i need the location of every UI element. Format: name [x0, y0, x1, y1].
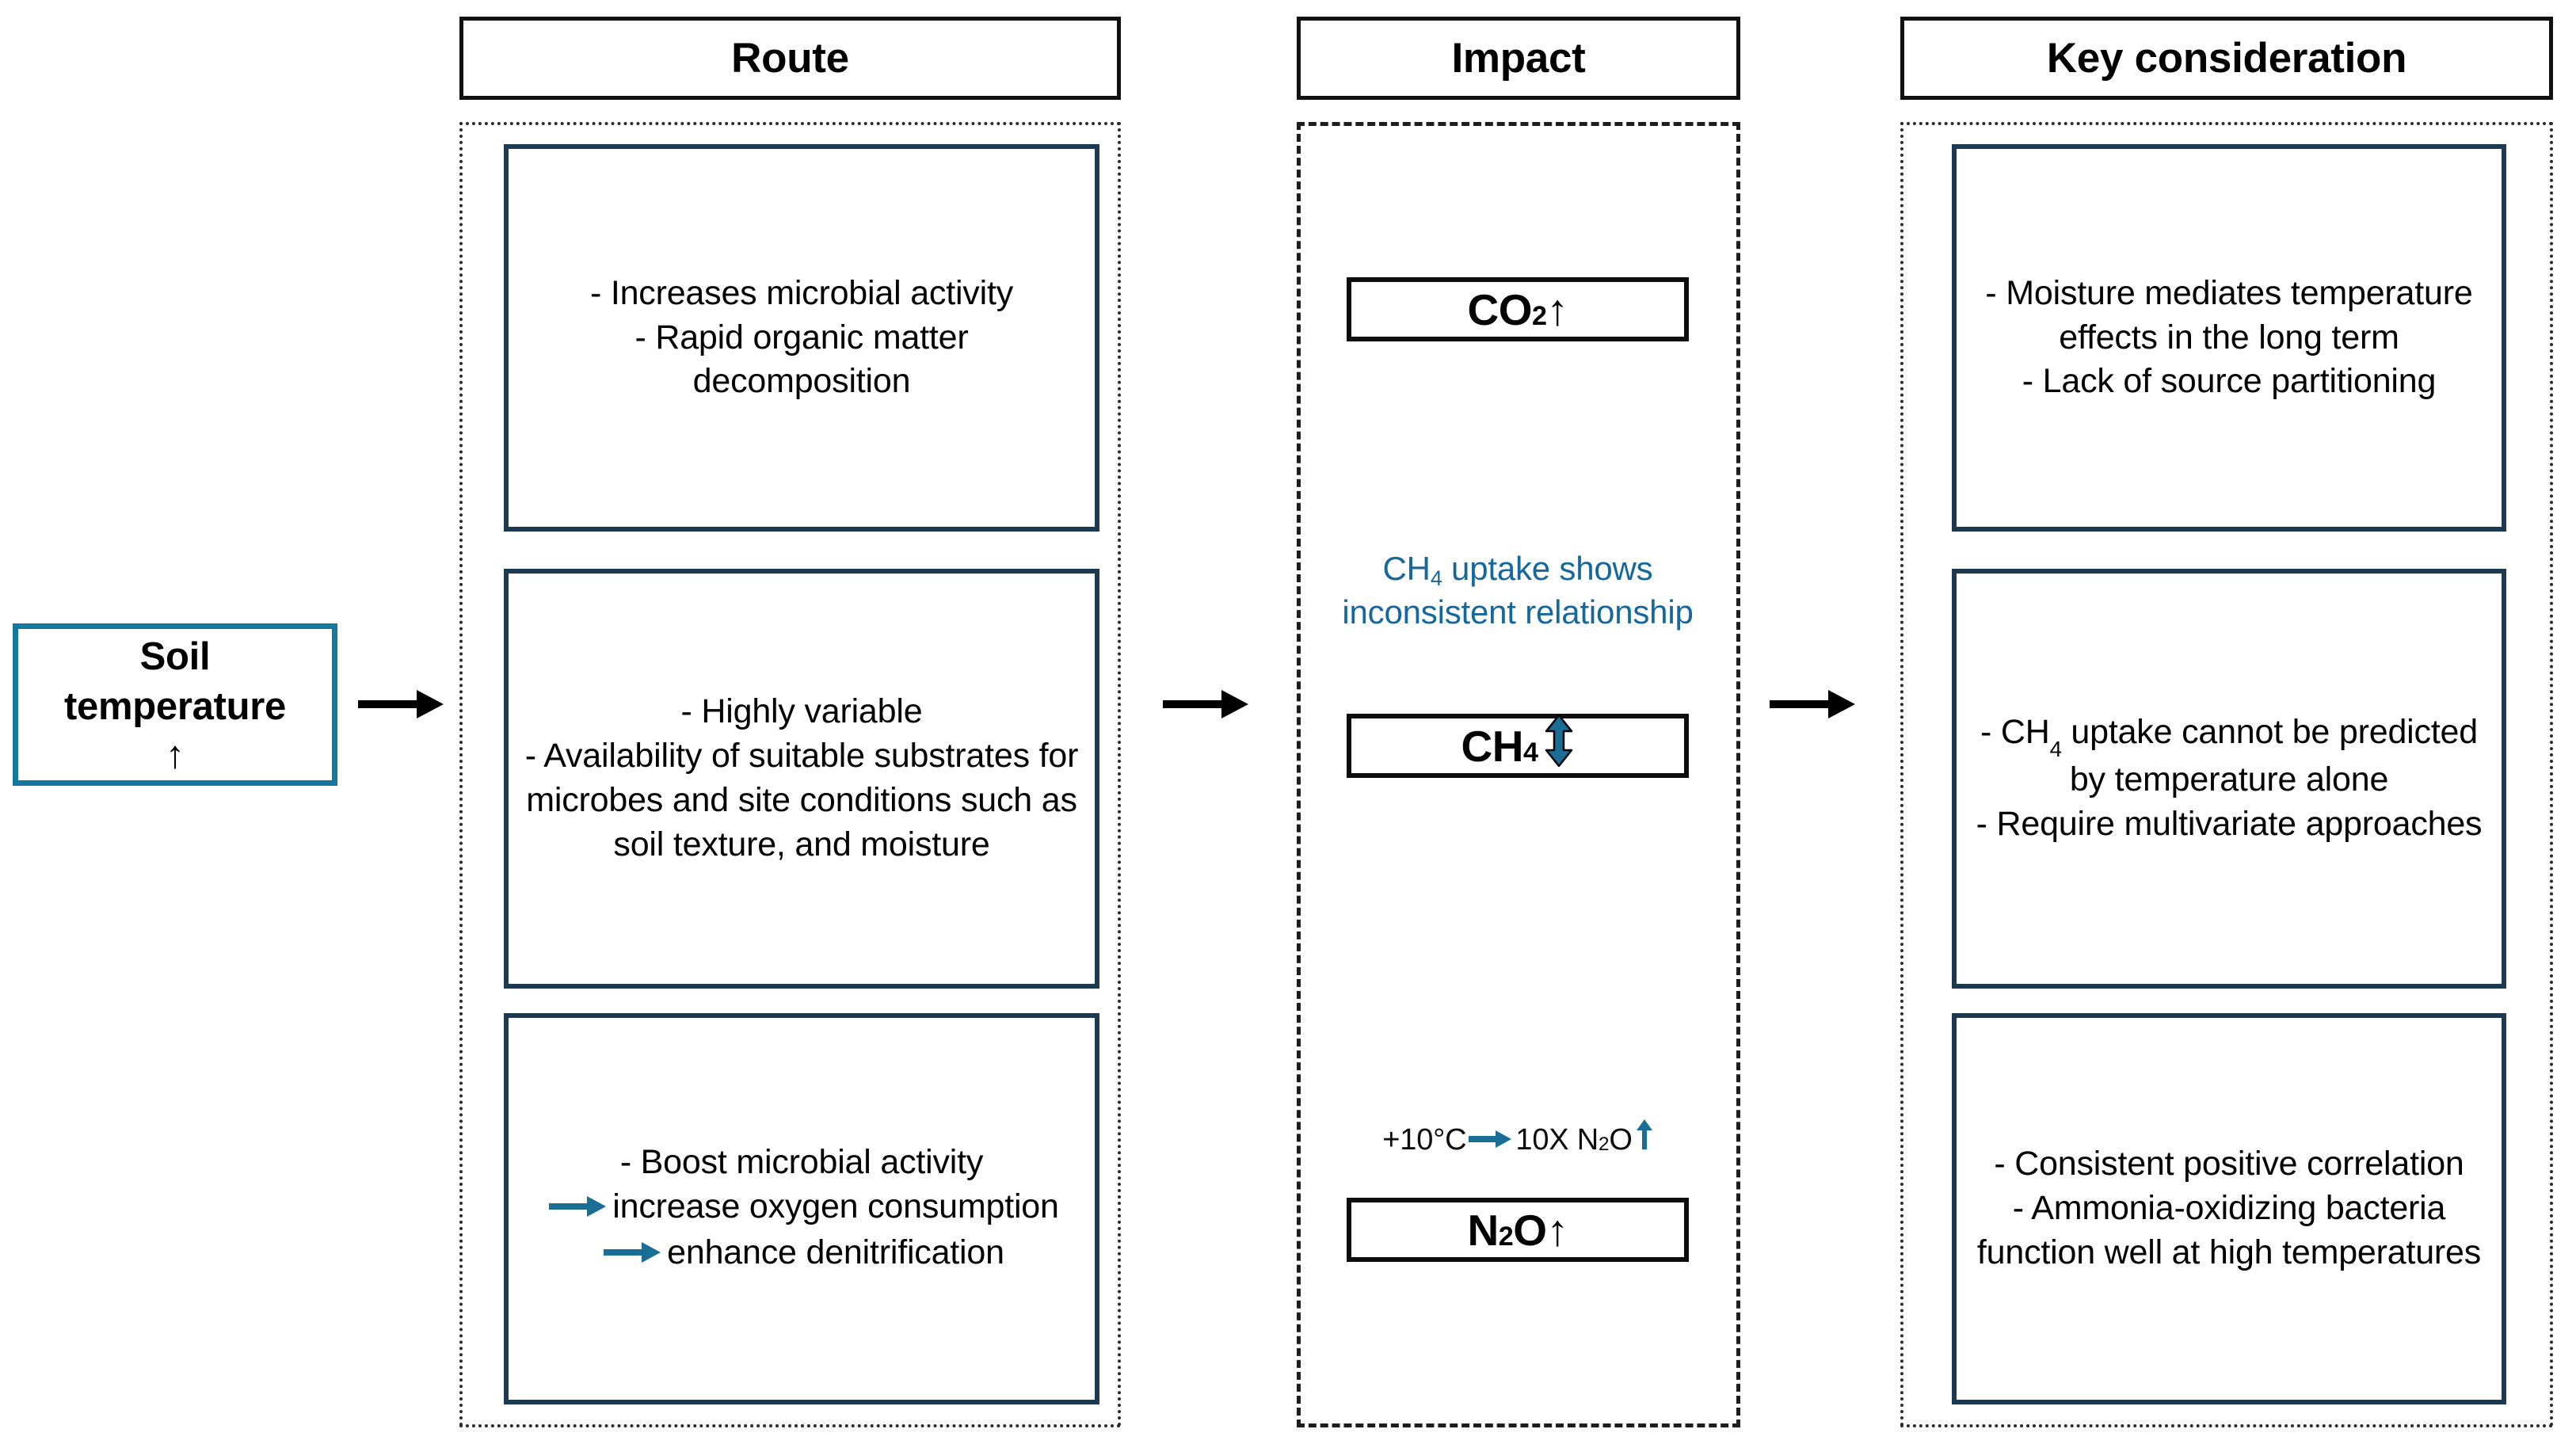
ch4-subscript: 4 [1523, 737, 1538, 768]
n2o-note-before: +10°C [1382, 1122, 1467, 1157]
column-header-impact-label: Impact [1451, 35, 1586, 82]
route-card-text: - Increases microbial activity - Rapid o… [589, 273, 1014, 401]
n2o-suffix: O [1513, 1205, 1547, 1255]
key-consideration-card-text: - CH4 uptake cannot be predicted by temp… [1971, 711, 2487, 846]
n2o-note-after-prefix: 10X N [1515, 1122, 1599, 1157]
right-arrow-icon [1770, 685, 1857, 727]
key-card2-rest: uptake cannot be predicted by temperatur… [1976, 713, 2483, 843]
ch4-formula: CH [1461, 721, 1524, 771]
key-consideration-card-text: - Moisture mediates temperature effects … [1985, 273, 2473, 401]
ch4-note-subscript: 4 [1430, 566, 1442, 590]
key-consideration-card: - Moisture mediates temperature effects … [1952, 144, 2506, 532]
co2-subscript: 2 [1532, 300, 1547, 331]
right-arrow-icon [1469, 1120, 1513, 1160]
key-consideration-card: - Consistent positive correlation - Ammo… [1952, 1013, 2506, 1404]
impact-note-ch4: CH4 uptake shows inconsistent relationsh… [1320, 547, 1716, 635]
key-consideration-card-text: - Consistent positive correlation - Ammo… [1976, 1145, 2482, 1271]
up-arrow-icon: ↑ [1546, 284, 1568, 334]
up-arrow-icon: ↑ [165, 734, 185, 777]
column-header-route-label: Route [731, 35, 849, 82]
column-header-route: Route [459, 17, 1121, 100]
ch4-note-rest: uptake shows inconsistent relationship [1342, 550, 1694, 631]
ch4-note-prefix: CH [1382, 550, 1431, 587]
route-card: - Highly variable - Availability of suit… [504, 569, 1099, 989]
n2o-note-after-suffix: O [1609, 1122, 1633, 1157]
co2-formula: CO [1467, 284, 1533, 334]
right-arrow-icon [549, 1187, 608, 1231]
key-card2-prefix: - CH [1980, 713, 2050, 752]
route-card3-line1: - Boost microbial activity [619, 1143, 984, 1182]
route-card: - Increases microbial activity - Rapid o… [504, 144, 1099, 532]
route-card3-seg1: increase oxygen consumption [612, 1187, 1059, 1226]
route-card: - Boost microbial activity increase oxyg… [504, 1013, 1099, 1404]
key-consideration-card: - CH4 uptake cannot be predicted by temp… [1952, 569, 2506, 989]
route-card-text: - Boost microbial activity increase oxyg… [523, 1141, 1080, 1276]
n2o-subscript: 2 [1498, 1221, 1514, 1252]
column-header-key-consideration-label: Key consideration [2046, 35, 2407, 82]
column-header-impact: Impact [1297, 17, 1740, 100]
route-card3-seg2: enhance denitrification [667, 1233, 1004, 1271]
n2o-formula: N [1467, 1205, 1499, 1255]
soil-temperature-box: Soil temperature ↑ [13, 623, 337, 786]
soil-temperature-line1: Soil [139, 635, 211, 678]
right-arrow-icon [604, 1233, 662, 1277]
route-card-text: - Highly variable - Availability of suit… [524, 692, 1079, 863]
up-arrow-icon [1636, 1119, 1653, 1160]
soil-temperature-label: Soil temperature ↑ [64, 632, 286, 778]
right-arrow-icon [1163, 685, 1250, 727]
right-arrow-icon [358, 685, 445, 727]
column-header-key-consideration: Key consideration [1900, 17, 2553, 100]
n2o-note-subscript: 2 [1599, 1133, 1610, 1155]
up-down-arrow-icon [1544, 714, 1574, 777]
key-card2-subscript: 4 [2049, 736, 2062, 761]
soil-temperature-line2: temperature [64, 685, 286, 729]
up-arrow-icon: ↑ [1546, 1205, 1568, 1255]
